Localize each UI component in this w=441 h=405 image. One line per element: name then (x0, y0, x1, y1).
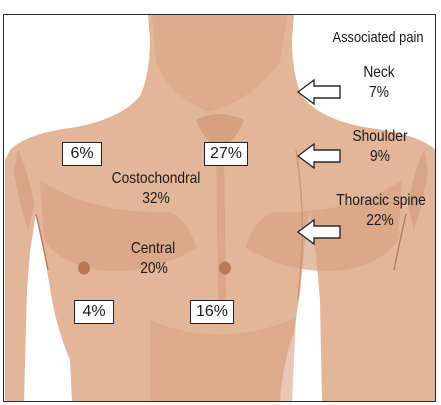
lower-right-percentage-box: 16% (190, 300, 234, 324)
shoulder-label: Shoulder (346, 128, 415, 146)
thoracic-spine-label: Thoracic spine (330, 192, 431, 210)
right-nipple (219, 262, 231, 275)
associated-pain-title: Associated pain (326, 30, 429, 47)
central-value: 20% (128, 260, 180, 278)
costochondral-label: Costochondral (104, 170, 207, 188)
shoulder-value: 9% (346, 148, 415, 166)
lower-left-percentage-box: 4% (74, 300, 114, 324)
left-nipple (78, 262, 90, 275)
central-label: Central (121, 240, 185, 258)
sternum-line (220, 150, 222, 300)
costochondral-value: 32% (130, 190, 182, 208)
neck-label: Neck (345, 64, 412, 82)
upper-left-percentage-box: 6% (62, 142, 102, 166)
upper-right-percentage-box: 27% (204, 142, 248, 166)
neck-value: 7% (345, 84, 412, 102)
thoracic-spine-value: 22% (346, 212, 415, 230)
